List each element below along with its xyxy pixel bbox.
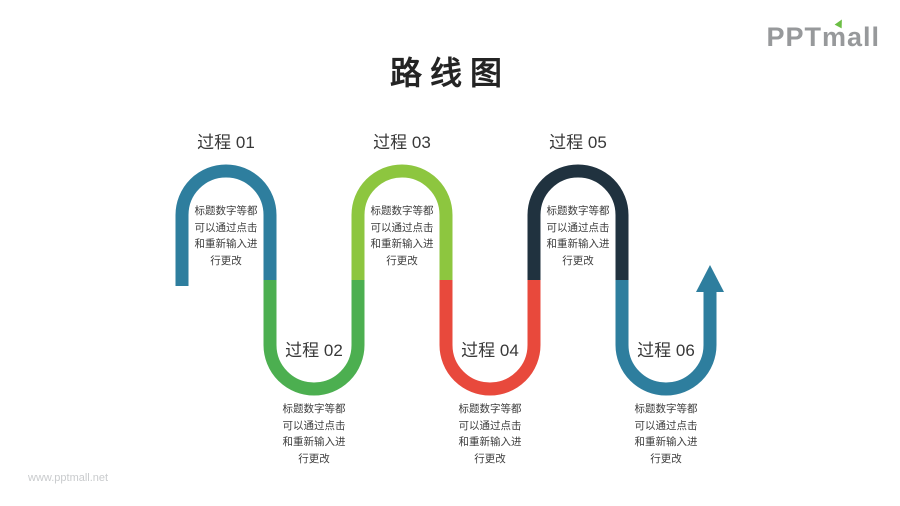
step-desc-05: 标题数字等都 可以通过点击 和重新输入进 行更改 — [546, 205, 610, 267]
step-label-02: 过程 02 — [285, 341, 343, 360]
route-segment-01 — [175, 164, 277, 286]
brand-logo-text: PPTmall — [766, 22, 880, 52]
route-segment-03 — [351, 164, 453, 280]
step-desc-01: 标题数字等都 可以通过点击 和重新输入进 行更改 — [194, 205, 258, 267]
step-label-05: 过程 05 — [549, 133, 607, 152]
route-segment-05 — [527, 164, 629, 280]
route-arrowhead-icon — [696, 265, 724, 292]
step-desc-02: 标题数字等都 可以通过点击 和重新输入进 行更改 — [282, 403, 346, 465]
step-desc-03: 标题数字等都 可以通过点击 和重新输入进 行更改 — [370, 205, 434, 267]
step-label-06: 过程 06 — [637, 341, 695, 360]
brand-logo: PPTmall — [766, 17, 880, 53]
step-label-04: 过程 04 — [461, 341, 519, 360]
watermark-url: www.pptmall.net — [28, 472, 109, 484]
step-desc-04: 标题数字等都 可以通过点击 和重新输入进 行更改 — [458, 403, 522, 465]
step-desc-06: 标题数字等都 可以通过点击 和重新输入进 行更改 — [634, 403, 698, 465]
route-segment-02 — [263, 280, 365, 396]
step-label-01: 过程 01 — [197, 133, 255, 152]
step-label-03: 过程 03 — [373, 133, 431, 152]
route-segment-06 — [615, 280, 717, 396]
page-title: 路线图 — [389, 55, 510, 91]
route-segment-04 — [439, 280, 541, 396]
